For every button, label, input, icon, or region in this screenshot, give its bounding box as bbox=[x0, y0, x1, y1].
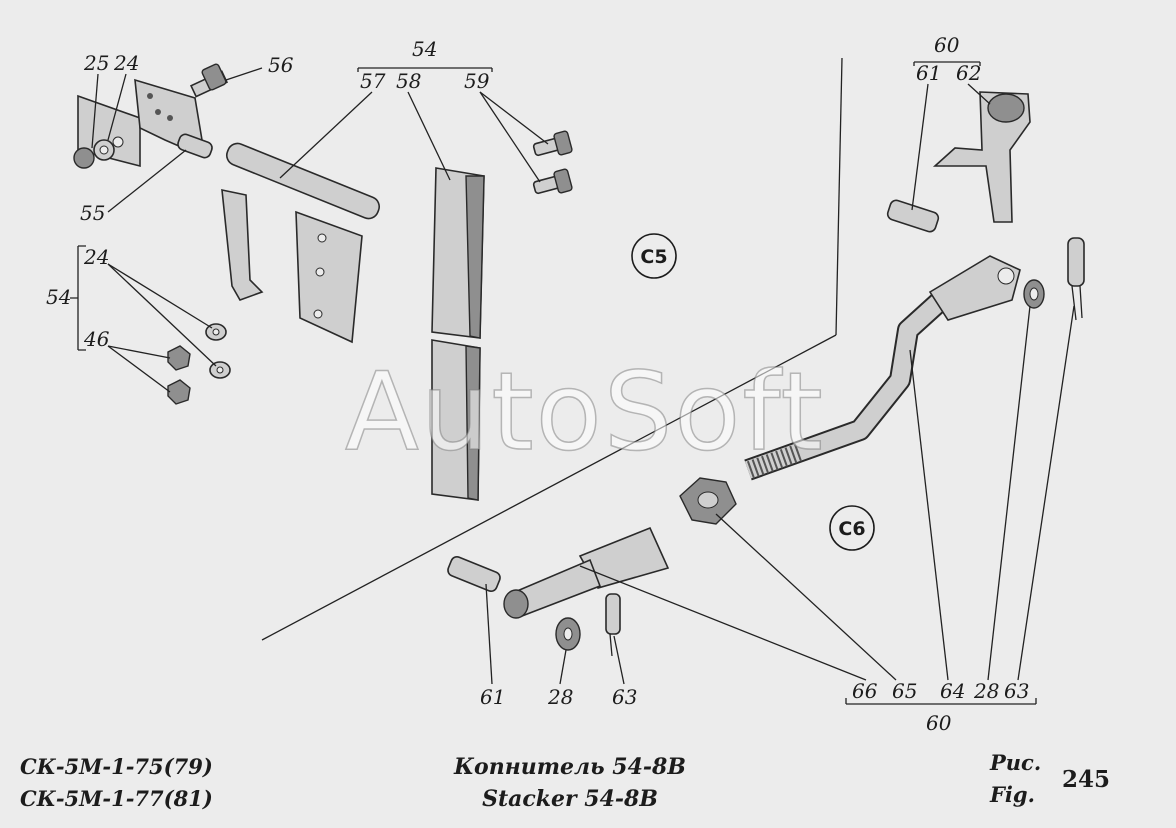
callout-64: 64 bbox=[940, 679, 965, 703]
bolt-part-56 bbox=[189, 63, 229, 98]
bolt-part-59-b bbox=[532, 168, 573, 195]
callout-61-top: 61 bbox=[916, 61, 941, 85]
callout-66: 66 bbox=[852, 679, 878, 703]
callout-25: 25 bbox=[83, 51, 109, 75]
callout-60-top: 60 bbox=[934, 33, 960, 57]
bolt-part-59-a bbox=[532, 130, 573, 157]
callout-28-right: 28 bbox=[973, 679, 999, 703]
figure-label-ru: Рис. bbox=[990, 750, 1042, 775]
callout-54-top: 54 bbox=[412, 37, 437, 61]
sleeve-part-66 bbox=[503, 526, 670, 619]
title-russian: Копнитель 54-8В bbox=[454, 754, 686, 780]
callout-65: 65 bbox=[892, 679, 917, 703]
watermark: AutoSoft bbox=[344, 349, 825, 476]
washer-part-28-bottom bbox=[555, 617, 581, 651]
callout-60-bottom: 60 bbox=[926, 711, 952, 735]
washer-part-28-right bbox=[1023, 279, 1045, 309]
title-english: Stacker 54-8B bbox=[482, 786, 658, 812]
callout-labels: 25 24 56 55 54 57 58 59 60 61 62 54 24 4… bbox=[46, 33, 1029, 735]
figure-number: 245 bbox=[1062, 766, 1111, 793]
zone-marker-c6: C6 bbox=[829, 505, 875, 551]
zone-divider-vertical bbox=[835, 57, 843, 336]
zone-divider-diagonal bbox=[261, 334, 837, 641]
pin-part-61-top bbox=[886, 199, 940, 233]
nut-part-65 bbox=[679, 477, 737, 525]
zone-label-c6: C6 bbox=[838, 518, 865, 540]
cotter-pin-part-63-top bbox=[1067, 237, 1085, 321]
callout-24-left: 24 bbox=[83, 245, 109, 269]
shaft-lever-assembly-57 bbox=[221, 142, 381, 344]
zone-label-c5: C5 bbox=[640, 246, 667, 268]
callout-56: 56 bbox=[268, 53, 294, 77]
pin-part-61-bottom bbox=[447, 555, 501, 593]
washer-part-24-b bbox=[209, 361, 231, 379]
callout-28-bottom: 28 bbox=[547, 685, 573, 709]
model-code-1: СК-5М-1-75(79) bbox=[20, 754, 213, 779]
callout-46: 46 bbox=[83, 327, 110, 351]
callout-54-left: 54 bbox=[46, 285, 71, 309]
callout-57: 57 bbox=[360, 69, 386, 93]
lever-part-62 bbox=[932, 91, 1031, 223]
zone-marker-c5: C5 bbox=[631, 233, 677, 279]
threaded-rod-part-64 bbox=[744, 255, 1021, 481]
nut-part-46-a bbox=[167, 345, 191, 371]
leader-lines bbox=[70, 61, 1075, 705]
nut-part-46-b bbox=[167, 379, 191, 405]
callout-58: 58 bbox=[396, 69, 421, 93]
cotter-pin-part-63-bottom bbox=[605, 593, 621, 657]
callout-63-right: 63 bbox=[1004, 679, 1029, 703]
callout-61-bottom: 61 bbox=[480, 685, 505, 709]
model-code-2: СК-5М-1-77(81) bbox=[20, 786, 213, 811]
pin-part-55 bbox=[177, 133, 213, 159]
callout-59: 59 bbox=[464, 69, 490, 93]
figure-label-en: Fig. bbox=[990, 782, 1035, 807]
callout-55: 55 bbox=[80, 201, 105, 225]
channel-part-58 bbox=[431, 167, 485, 501]
callout-62: 62 bbox=[956, 61, 981, 85]
callout-63-bottom: 63 bbox=[612, 685, 637, 709]
callout-24-top: 24 bbox=[113, 51, 139, 75]
nut-washer-24 bbox=[73, 139, 115, 169]
